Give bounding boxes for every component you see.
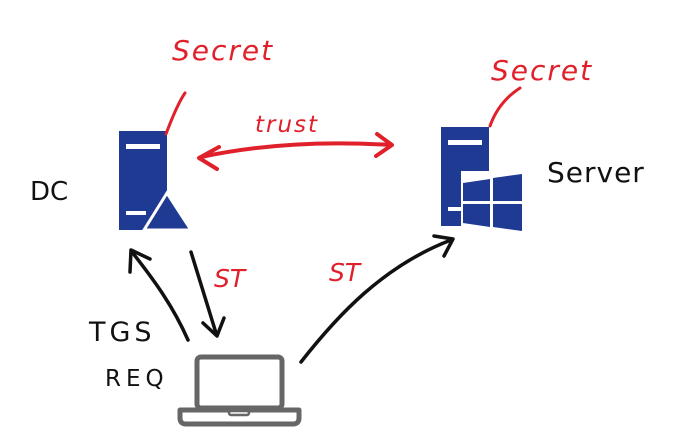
st-client-to-server-arrow bbox=[299, 234, 455, 364]
secret-pointer-dc bbox=[164, 91, 187, 136]
st-dc-to-client-arrow bbox=[189, 250, 226, 338]
trust-label: trust bbox=[255, 112, 319, 138]
req-label: REQ bbox=[105, 366, 169, 392]
dc-label: DC bbox=[30, 177, 68, 207]
tgs-label: TGS bbox=[88, 317, 156, 348]
secret-label-dc: Secret bbox=[172, 34, 274, 67]
secret-label-server: Secret bbox=[491, 54, 593, 87]
server-label: Server bbox=[547, 156, 645, 189]
st-label-server: ST bbox=[329, 258, 362, 287]
domain-controller-icon bbox=[119, 131, 194, 232]
secret-pointer-server bbox=[488, 86, 522, 128]
windows-logo-icon bbox=[461, 171, 525, 234]
windows-server-icon bbox=[441, 127, 525, 234]
trust-arrow bbox=[197, 132, 394, 171]
st-label-dc: ST bbox=[214, 264, 247, 293]
tgs-req-arrow bbox=[128, 248, 190, 342]
laptop-icon bbox=[177, 354, 302, 427]
